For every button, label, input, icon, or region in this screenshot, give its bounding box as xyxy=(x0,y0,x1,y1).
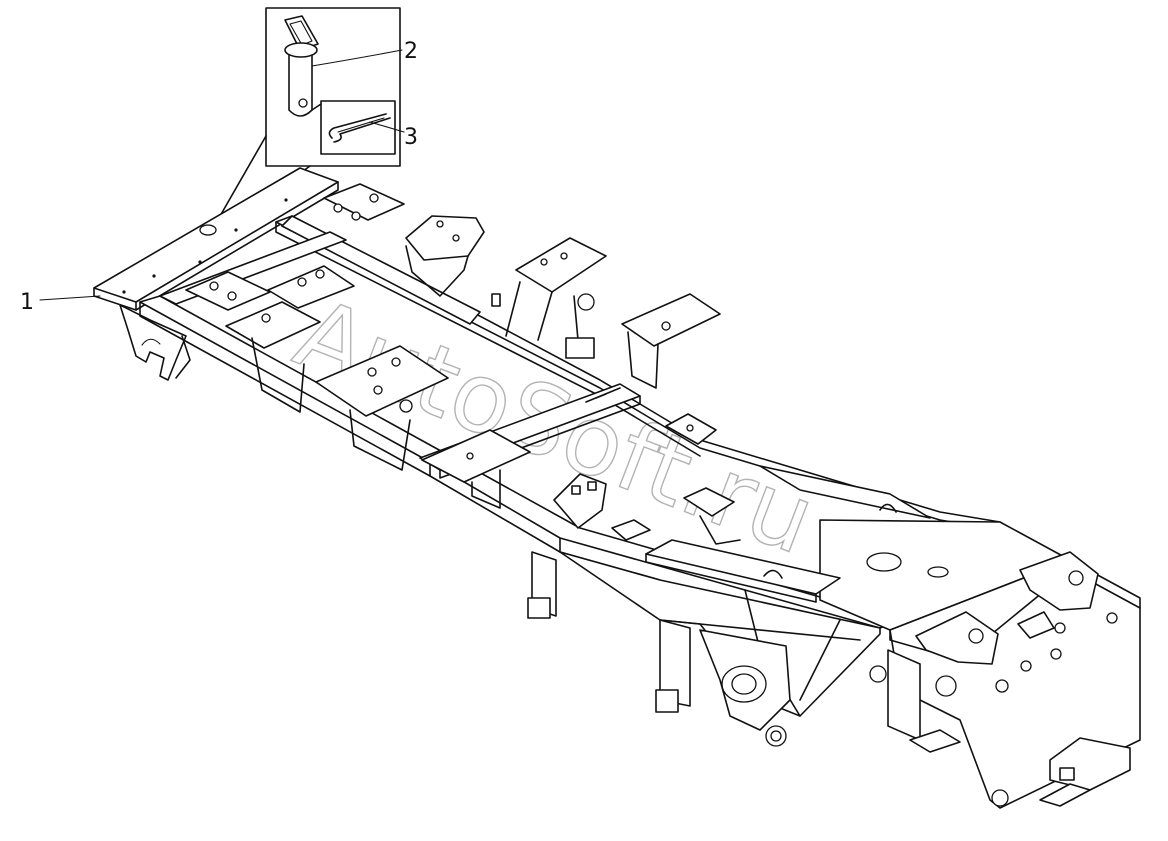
callouts: 1 2 3 xyxy=(20,39,418,315)
cotter-pin xyxy=(328,113,391,143)
vehicle-frame xyxy=(93,167,1141,809)
mount-pad-rear-4 xyxy=(225,301,321,349)
cotter-inset-frame xyxy=(320,100,396,155)
mount-pad-rear-3 xyxy=(267,265,355,309)
front-leg-left xyxy=(887,649,921,741)
mid-bracket-3 xyxy=(683,487,735,517)
pin-hole xyxy=(199,224,217,236)
callout-3-leader xyxy=(369,121,405,133)
rear-hitch-bracket xyxy=(119,304,187,381)
front-tow-bracket-right xyxy=(1019,551,1099,611)
mount-pad-center-2 xyxy=(405,215,485,261)
mount-pad-rear-1 xyxy=(323,183,405,221)
mount-pad-front-1 xyxy=(621,293,721,347)
center-leg xyxy=(659,619,691,707)
callout-1-label: 1 xyxy=(20,290,34,315)
small-pad-mid xyxy=(611,519,651,541)
detail-inset-frame xyxy=(265,7,401,167)
front-tow-bracket-left xyxy=(915,611,999,665)
cotter-inset-leader xyxy=(311,103,322,111)
front-platform-large-hole xyxy=(866,552,902,572)
callout-3-label: 3 xyxy=(404,125,418,150)
callout-1-leader xyxy=(39,295,101,301)
pin xyxy=(284,15,319,117)
front-mid-cross-member xyxy=(645,539,841,595)
mount-pad-center-1 xyxy=(315,345,449,417)
mount-pad-rear-2 xyxy=(185,271,271,311)
mount-pad-center-3 xyxy=(515,237,607,293)
callout-2-leader xyxy=(311,49,403,67)
callout-2-label: 2 xyxy=(404,39,418,64)
mount-pad-front-2 xyxy=(421,429,531,483)
